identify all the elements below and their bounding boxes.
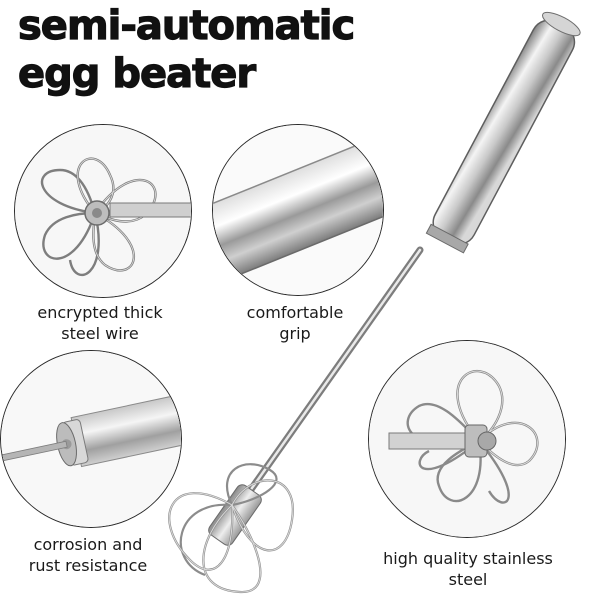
caption-steel-line-2: steel xyxy=(448,570,488,589)
caption-steel: high quality stainless steel xyxy=(360,548,576,590)
caption-wire-line-1: encrypted thick xyxy=(37,303,163,322)
title-line-1: semi-automatic xyxy=(17,3,355,49)
feature-circle-wire xyxy=(14,124,192,298)
caption-wire: encrypted thick steel wire xyxy=(10,302,190,344)
caption-grip-line-1: comfortable xyxy=(246,303,344,322)
grip-closeup-icon xyxy=(213,125,383,295)
caption-wire-line-2: steel wire xyxy=(61,324,139,343)
caption-corrosion-line-2: rust resistance xyxy=(28,556,148,575)
whisk-head-closeup-icon xyxy=(15,125,191,297)
feature-circle-corrosion xyxy=(0,350,182,528)
caption-steel-line-1: high quality stainless xyxy=(383,549,553,568)
caption-grip: comfortable grip xyxy=(205,302,385,344)
steel-whisk-closeup-icon xyxy=(369,341,565,537)
title-line-2: egg beater xyxy=(17,51,256,97)
feature-circle-steel xyxy=(368,340,566,538)
caption-corrosion: corrosion and rust resistance xyxy=(0,534,176,576)
feature-circle-grip xyxy=(212,124,384,296)
caption-grip-line-2: grip xyxy=(279,324,311,343)
caption-corrosion-line-1: corrosion and xyxy=(33,535,143,554)
end-cap-closeup-icon xyxy=(1,351,181,527)
